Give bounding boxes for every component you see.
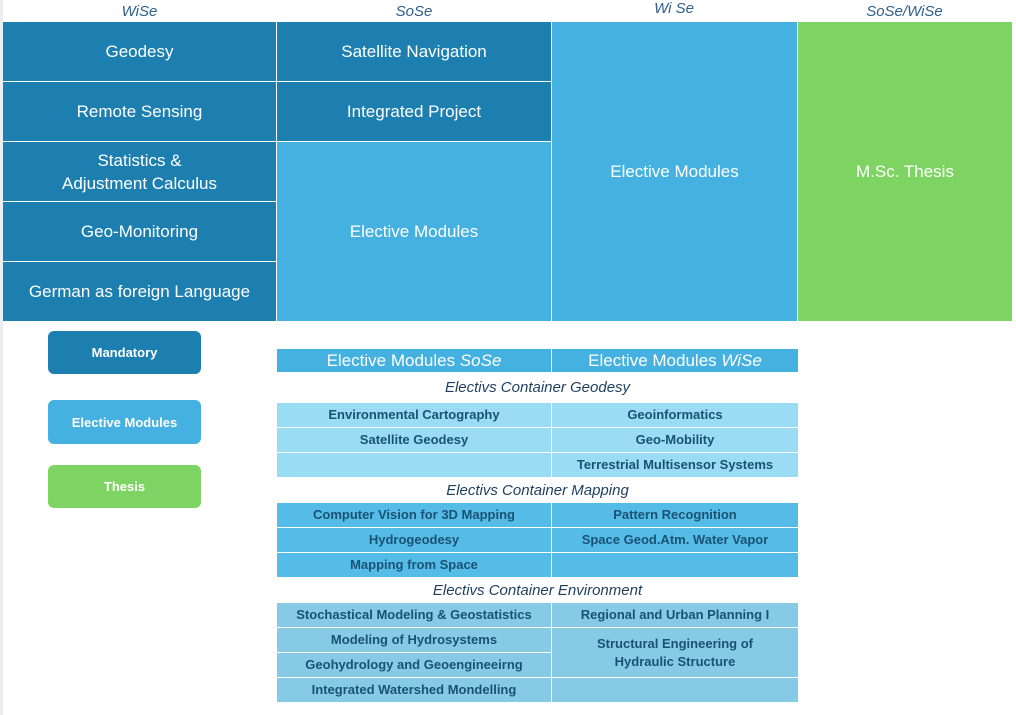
legend-elective: Elective Modules (48, 400, 201, 444)
semester-header-4: SoSe/WiSe (866, 2, 943, 20)
table-header-sose-term: SoSe (459, 350, 502, 370)
legend-mandatory: Mandatory (48, 331, 201, 374)
section-title-geodesy: Electivs Container Geodesy (444, 378, 631, 396)
semester-header-1: WiSe (121, 2, 158, 20)
semester-header-2: SoSe (395, 2, 433, 20)
module-remote-sensing: Remote Sensing (3, 82, 276, 141)
module-german-language: German as foreign Language (3, 262, 276, 321)
elective-geoinformatics: Geoinformatics (552, 403, 798, 427)
elective-regional-urban-planning: Regional and Urban Planning I (552, 603, 798, 627)
module-thesis: M.Sc. Thesis (798, 22, 1012, 321)
legend-thesis: Thesis (48, 465, 201, 508)
table-header-wise-term: WiSe (721, 350, 762, 370)
elective-integrated-watershed: Integrated Watershed Mondelling (277, 678, 551, 702)
section-title-mapping: Electivs Container Mapping (446, 481, 629, 499)
left-edge-stripe (0, 0, 3, 715)
elective-empty-cell (552, 553, 798, 577)
module-elective-wise: Elective Modules (552, 22, 797, 321)
module-geodesy: Geodesy (3, 22, 276, 81)
elective-terrestrial-multisensor: Terrestrial Multisensor Systems (552, 453, 798, 477)
elective-computer-vision: Computer Vision for 3D Mapping (277, 503, 551, 527)
table-header-wise: Elective Modules WiSe (552, 349, 798, 372)
module-geo-monitoring: Geo-Monitoring (3, 202, 276, 261)
elective-hydrogeodesy: Hydrogeodesy (277, 528, 551, 552)
elective-environmental-cartography: Environmental Cartography (277, 403, 551, 427)
elective-pattern-recognition: Pattern Recognition (552, 503, 798, 527)
elective-structural-engineering: Structural Engineering of Hydraulic Stru… (552, 628, 798, 677)
elective-geo-mobility: Geo-Mobility (552, 428, 798, 452)
section-title-environment: Electivs Container Environment (432, 581, 643, 599)
table-header-sose: Elective Modules SoSe (277, 349, 551, 372)
module-integrated-project: Integrated Project (277, 82, 551, 141)
elective-space-geod-water-vapor: Space Geod.Atm. Water Vapor (552, 528, 798, 552)
module-satellite-navigation: Satellite Navigation (277, 22, 551, 81)
elective-satellite-geodesy: Satellite Geodesy (277, 428, 551, 452)
semester-header-3: Wi Se (654, 0, 694, 17)
elective-modeling-hydrosystems: Modeling of Hydrosystems (277, 628, 551, 652)
table-header-sose-prefix: Elective Modules (326, 350, 460, 370)
elective-empty-cell (277, 453, 551, 477)
elective-geohydrology: Geohydrology and Geoengineeirng (277, 653, 551, 677)
table-header-wise-prefix: Elective Modules (588, 350, 722, 370)
elective-empty-cell (552, 678, 798, 702)
elective-mapping-from-space: Mapping from Space (277, 553, 551, 577)
module-elective-sose: Elective Modules (277, 142, 551, 321)
elective-stochastical-modeling: Stochastical Modeling & Geostatistics (277, 603, 551, 627)
module-statistics-adjustment: Statistics & Adjustment Calculus (3, 142, 276, 201)
